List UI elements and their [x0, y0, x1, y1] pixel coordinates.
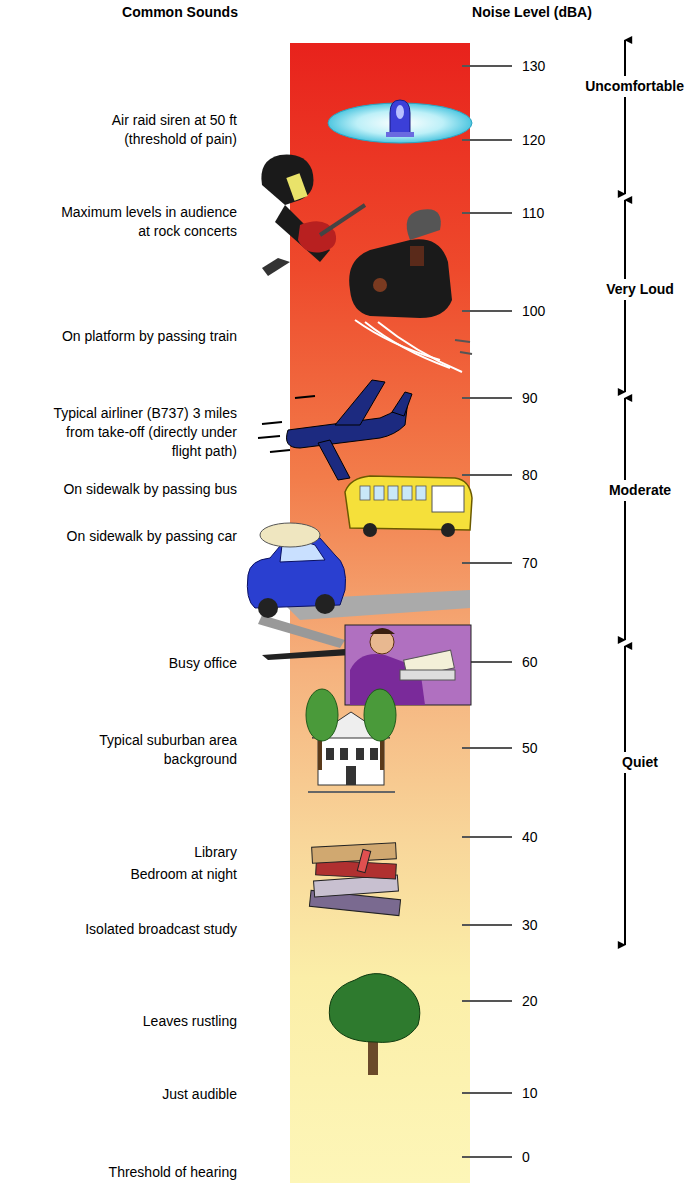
- column-header: Noise Level (dBA): [472, 3, 592, 22]
- sound-label: On sidewalk by passing bus: [63, 480, 237, 499]
- level-number: 130: [522, 57, 545, 76]
- sound-label: Maximum levels in audience at rock conce…: [47, 203, 237, 241]
- sound-label: Just audible: [162, 1085, 237, 1104]
- tick-marks: [462, 66, 512, 1157]
- level-number: 80: [522, 466, 538, 485]
- level-number: 70: [522, 554, 538, 573]
- rock-guitarist-icon: [261, 155, 365, 276]
- siren-icon: [328, 100, 472, 143]
- airliner-icon: [258, 380, 412, 480]
- level-number: 0: [522, 1148, 530, 1167]
- category-label: Uncomfortable: [582, 76, 687, 97]
- train-icon: [349, 209, 472, 372]
- suburban-house-icon: [306, 689, 396, 792]
- tree-icon: [329, 974, 420, 1075]
- level-number: 60: [522, 653, 538, 672]
- level-number: 100: [522, 302, 545, 321]
- bus-icon: [345, 476, 472, 537]
- column-header: Common Sounds: [122, 3, 238, 22]
- sound-label: On sidewalk by passing car: [67, 527, 237, 546]
- level-number: 110: [522, 204, 544, 223]
- books-icon: [309, 843, 400, 916]
- level-number: 120: [522, 131, 545, 150]
- category-label: Very Loud: [603, 279, 677, 300]
- sound-label: Typical airliner (B737) 3 miles from tak…: [47, 404, 237, 461]
- sound-label: Threshold of hearing: [109, 1163, 237, 1182]
- level-number: 10: [522, 1084, 538, 1103]
- sound-label: Air raid siren at 50 ft (threshold of pa…: [67, 111, 237, 149]
- level-number: 30: [522, 916, 538, 935]
- category-label: Quiet: [619, 752, 661, 773]
- sound-label: On platform by passing train: [62, 327, 237, 346]
- level-number: 20: [522, 992, 538, 1011]
- sound-label: Busy office: [169, 654, 237, 673]
- sound-label: Typical suburban area background: [67, 731, 237, 769]
- sound-label: Library: [194, 843, 237, 862]
- level-number: 50: [522, 739, 538, 758]
- sound-label: Bedroom at night: [130, 865, 237, 884]
- sound-label: Isolated broadcast study: [85, 920, 237, 939]
- sound-label: Leaves rustling: [143, 1012, 237, 1031]
- level-number: 40: [522, 828, 538, 847]
- level-number: 90: [522, 389, 538, 408]
- category-label: Moderate: [606, 480, 674, 501]
- office-worker-icon: [345, 625, 471, 705]
